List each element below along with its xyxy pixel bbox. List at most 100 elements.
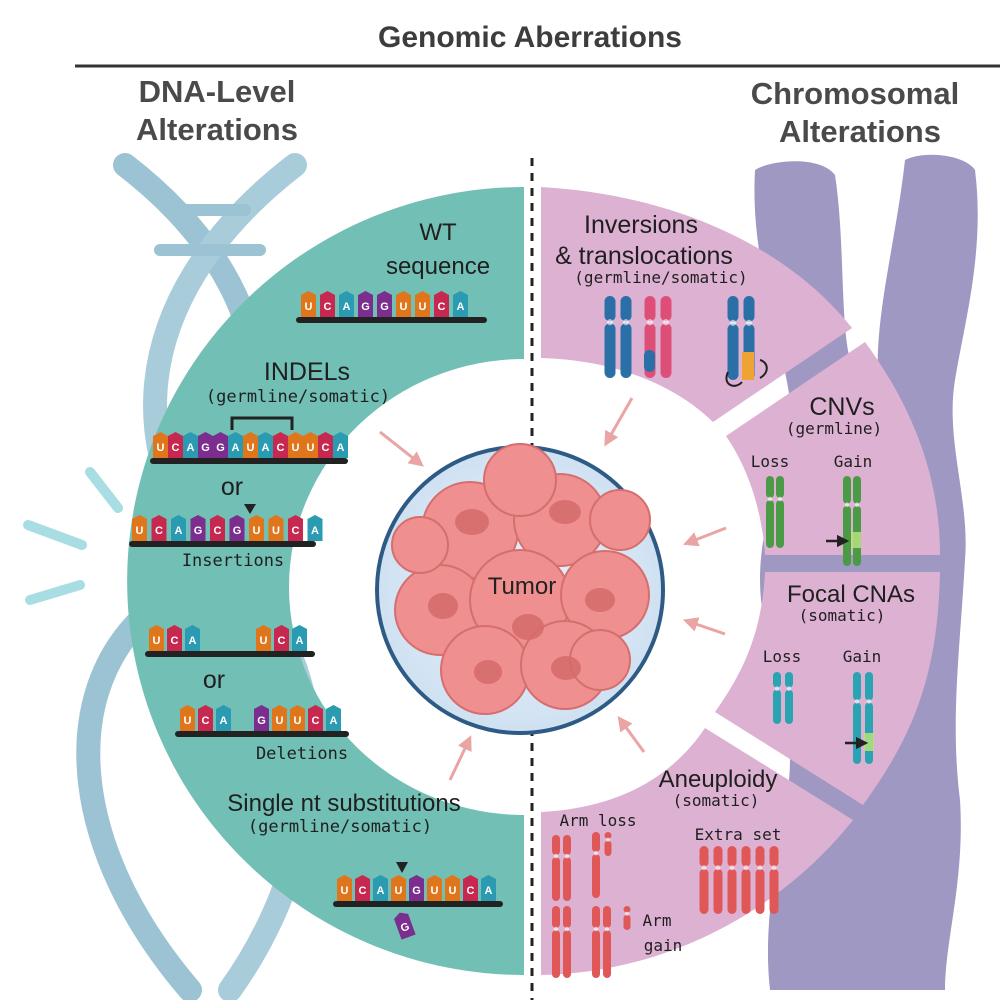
svg-text:G: G (233, 525, 242, 537)
snv-subtitle: (germline/somatic) (248, 817, 432, 837)
arrow-from-aneuploidy (617, 715, 646, 753)
backbone (150, 458, 348, 464)
nucleotide-U: U (153, 432, 168, 458)
arrow-from-focal (682, 617, 726, 636)
svg-text:A: A (457, 301, 465, 313)
nucleotide-A: A (258, 432, 273, 458)
nucleotide-A: A (326, 705, 341, 731)
svg-text:A: A (232, 442, 240, 454)
deletions-label: Deletions (256, 744, 348, 764)
svg-text:U: U (260, 635, 268, 647)
substituted-nucleotide: G (394, 912, 416, 940)
cnv-chromosomes (766, 476, 861, 566)
insertions-label: Insertions (182, 551, 284, 571)
arrow-from-cnvs (683, 526, 727, 547)
nucleotide-U: U (301, 291, 316, 317)
svg-text:C: C (278, 635, 286, 647)
nucleotide-U: U (303, 432, 318, 458)
nucleotide-U: U (249, 515, 264, 541)
pointer-arrows (379, 397, 727, 781)
backbone (129, 541, 316, 547)
arm-gain-chromosome (592, 906, 611, 978)
gain-segment (851, 532, 861, 548)
svg-text:U: U (153, 635, 161, 647)
nucleotide-C: C (308, 705, 323, 731)
snv-marker-icon (396, 862, 408, 873)
svg-text:A: A (175, 525, 183, 537)
svg-text:U: U (184, 715, 192, 727)
svg-text:G: G (361, 301, 370, 313)
arm-fragment (604, 832, 612, 856)
rotate-arrow-icon (759, 359, 768, 379)
page-title: Genomic Aberrations (378, 21, 682, 54)
chromatid (592, 906, 600, 978)
nucleotide-G: G (190, 515, 206, 541)
aneuploidy-subtitle: (somatic) (673, 791, 760, 810)
arm-loss-chromosome (592, 832, 600, 898)
svg-text:A: A (220, 715, 228, 727)
nucleotide-U: U (180, 705, 195, 731)
nucleotide-A: A (216, 705, 231, 731)
svg-text:G: G (194, 525, 203, 537)
sparkle-decoration (23, 467, 123, 605)
chromosomal-panel (541, 187, 940, 975)
svg-text:U: U (253, 525, 261, 537)
backbone (296, 317, 487, 323)
extra-set-chromosome (741, 846, 751, 914)
svg-text:A: A (189, 635, 197, 647)
chromatid (563, 906, 571, 978)
nucleotide-C: C (210, 515, 225, 541)
arm-gain-label-line-2: gain (644, 936, 683, 955)
nucleotide-C: C (318, 432, 333, 458)
backbone (145, 651, 315, 657)
arm-loss-label: Arm loss (559, 811, 636, 830)
nucleotide-G: G (358, 291, 373, 317)
svg-text:U: U (292, 442, 300, 454)
inversions-label-line-2: & translocations (555, 242, 733, 270)
focal-cnas-label: Focal CNAs (787, 581, 915, 608)
wt-label-line-2: sequence (386, 253, 490, 280)
focal-subtitle: (somatic) (799, 606, 886, 625)
svg-text:A: A (377, 885, 385, 897)
nucleotide-A: A (339, 291, 354, 317)
nucleotide-U: U (243, 432, 258, 458)
svg-text:U: U (395, 885, 403, 897)
svg-text:U: U (276, 715, 284, 727)
chromosome-blue (604, 296, 632, 378)
nucleotide-A: A (171, 515, 186, 541)
nucleotide-U: U (290, 705, 305, 731)
chromosome-pink (644, 296, 672, 378)
cnvs-label: CNVs (809, 393, 874, 421)
svg-text:U: U (307, 442, 315, 454)
arrow-from-snv (448, 735, 472, 781)
left-heading-line-2: Alterations (136, 112, 298, 147)
svg-text:G: G (412, 885, 421, 897)
chromatid (563, 835, 571, 901)
nucleotide-C: C (273, 432, 288, 458)
nucleotide-U: U (288, 432, 303, 458)
svg-text:A: A (311, 525, 319, 537)
extra-set-chromosome (769, 846, 779, 914)
nucleotide-G: G (254, 705, 269, 731)
svg-text:C: C (438, 301, 446, 313)
svg-text:C: C (324, 301, 332, 313)
inversions-subtitle: (germline/somatic) (574, 268, 747, 287)
backbone (175, 731, 349, 737)
svg-text:U: U (449, 885, 457, 897)
segment-inversions (541, 187, 852, 422)
nucleotide-A: A (481, 875, 496, 901)
nucleotide-A: A (292, 625, 307, 651)
svg-text:G: G (380, 301, 389, 313)
chromatid (773, 672, 781, 724)
nucleotide-G: G (229, 515, 245, 541)
extra-set-chromosome (755, 846, 765, 914)
nucleotide-U: U (415, 291, 430, 317)
aneuploidy-chromosomes (552, 832, 779, 978)
svg-text:G: G (257, 715, 266, 727)
cnvs-gain-label: Gain (834, 452, 873, 471)
nucleotide-A: A (453, 291, 468, 317)
nucleotide-G: G (377, 291, 392, 317)
nucleotide-C: C (320, 291, 335, 317)
